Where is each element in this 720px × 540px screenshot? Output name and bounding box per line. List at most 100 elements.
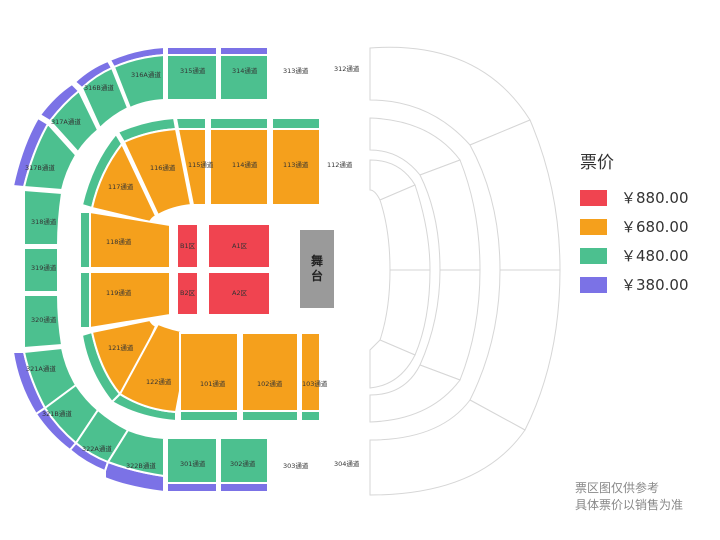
label-b1: B1区 <box>180 242 196 250</box>
label-121: 121通道 <box>108 343 134 352</box>
section-115[interactable] <box>176 128 207 206</box>
section-b2[interactable] <box>176 271 199 316</box>
label-318: 318通道 <box>31 217 57 226</box>
label-304: 304通道 <box>334 459 360 468</box>
label-322a: 322A通道 <box>82 444 112 453</box>
section-114-top[interactable] <box>209 117 269 130</box>
label-312: 312通道 <box>334 64 360 73</box>
swatch-red <box>580 189 607 206</box>
section-322b[interactable] <box>106 428 165 478</box>
label-b2: B2区 <box>180 289 196 297</box>
label-118: 118通道 <box>106 237 132 246</box>
section-101[interactable] <box>179 332 239 412</box>
section-a2[interactable] <box>207 271 271 316</box>
section-103[interactable] <box>300 332 321 412</box>
legend-item-380[interactable]: ￥380.00 <box>580 270 689 299</box>
stage <box>300 230 334 308</box>
legend-title: 票价 <box>580 153 614 173</box>
label-303: 303通道 <box>283 461 309 470</box>
section-315-top[interactable] <box>166 46 218 56</box>
stage-label: 舞 台 <box>310 253 323 283</box>
section-113[interactable] <box>271 128 321 206</box>
price-legend: 票价 ￥880.00 ￥680.00 ￥480.00 ￥380.00 <box>580 148 689 299</box>
swatch-orange <box>580 218 607 235</box>
label-a2: A2区 <box>232 289 248 297</box>
label-115: 115通道 <box>188 160 214 169</box>
legend-price: ￥880.00 <box>621 189 689 207</box>
label-302: 302通道 <box>230 459 256 468</box>
section-320[interactable] <box>23 294 64 350</box>
label-a1: A1区 <box>232 242 248 250</box>
label-102: 102通道 <box>257 379 283 388</box>
label-122: 122通道 <box>146 377 172 386</box>
section-b1[interactable] <box>176 223 199 269</box>
disclaimer-note: 票区图仅供参考 具体票价以销售为准 <box>575 480 683 514</box>
unavailable-sections <box>369 46 561 496</box>
label-112: 112通道 <box>327 160 353 169</box>
section-317b[interactable] <box>22 122 78 192</box>
section-117[interactable] <box>90 142 158 224</box>
inner-ring <box>79 116 321 423</box>
section-103-bottom[interactable] <box>300 410 321 422</box>
section-318[interactable] <box>23 188 64 246</box>
section-301[interactable] <box>166 437 218 484</box>
legend-item-480[interactable]: ￥480.00 <box>580 241 689 270</box>
stage-label-char-2: 台 <box>311 268 323 283</box>
section-302-bottom[interactable] <box>219 482 269 493</box>
legend-item-680[interactable]: ￥680.00 <box>580 212 689 241</box>
note-line-2: 具体票价以销售为准 <box>575 498 684 512</box>
label-316b: 316B通道 <box>84 83 114 92</box>
section-314-top[interactable] <box>219 46 269 56</box>
label-315: 315通道 <box>180 66 206 75</box>
legend-price: ￥680.00 <box>621 218 689 236</box>
section-118-side[interactable] <box>79 211 91 269</box>
label-313: 313通道 <box>283 66 309 75</box>
section-314[interactable] <box>219 54 269 101</box>
label-321b: 321B通道 <box>42 409 72 418</box>
section-116[interactable] <box>122 127 193 217</box>
label-319: 319通道 <box>31 263 57 272</box>
label-119: 119通道 <box>106 288 132 297</box>
label-117: 117通道 <box>108 182 134 191</box>
swatch-green <box>580 247 607 264</box>
section-101-bottom[interactable] <box>179 410 239 422</box>
label-321a: 321A通道 <box>26 364 56 373</box>
section-118[interactable] <box>89 210 171 269</box>
label-301: 301通道 <box>180 459 206 468</box>
label-317b: 317B通道 <box>25 163 55 172</box>
section-102[interactable] <box>241 332 299 412</box>
section-316a[interactable] <box>112 53 165 110</box>
label-316a: 316A通道 <box>131 70 161 79</box>
label-101: 101通道 <box>200 379 226 388</box>
section-315[interactable] <box>166 54 218 101</box>
section-119-side[interactable] <box>79 271 91 329</box>
legend-item-880[interactable]: ￥880.00 <box>580 183 689 212</box>
swatch-purple <box>580 276 607 293</box>
section-316b[interactable] <box>80 66 130 130</box>
label-116: 116通道 <box>150 163 176 172</box>
label-322b: 322B通道 <box>126 461 156 470</box>
section-102-bottom[interactable] <box>241 410 299 422</box>
stage-label-char-1: 舞 <box>310 253 323 268</box>
legend-price: ￥480.00 <box>621 247 689 265</box>
label-314: 314通道 <box>232 66 258 75</box>
outer-ring <box>11 45 269 494</box>
note-line-1: 票区图仅供参考 <box>575 481 660 495</box>
section-319[interactable] <box>23 247 59 293</box>
label-320: 320通道 <box>31 315 57 324</box>
label-114: 114通道 <box>232 160 258 169</box>
section-a1[interactable] <box>207 223 271 269</box>
section-317a[interactable] <box>48 89 100 154</box>
section-113-top[interactable] <box>271 117 321 130</box>
floor <box>176 223 334 316</box>
label-317a: 317A通道 <box>51 117 81 126</box>
section-labels: 314通道 315通道 316A通道 316B通道 317A通道 317B通道 … <box>25 64 360 470</box>
legend-price: ￥380.00 <box>621 276 689 294</box>
section-115-top[interactable] <box>174 117 207 130</box>
section-119[interactable] <box>89 271 171 330</box>
label-113: 113通道 <box>283 160 309 169</box>
section-301-bottom[interactable] <box>166 482 218 493</box>
label-103: 103通道 <box>302 379 328 388</box>
section-114[interactable] <box>209 128 269 206</box>
